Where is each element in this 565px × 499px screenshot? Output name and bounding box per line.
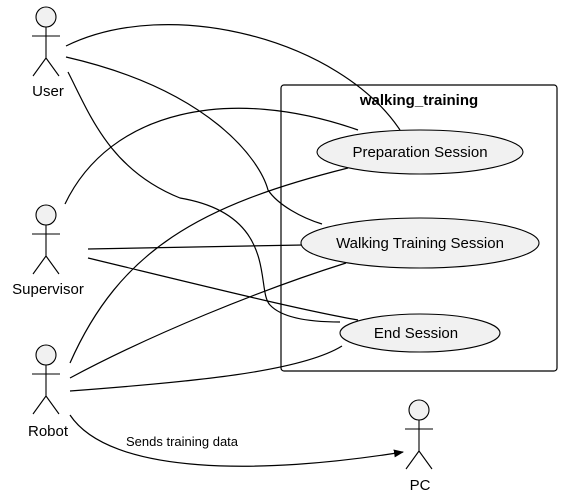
association-user-walk bbox=[65, 56, 323, 225]
system-boundary-title: walking_training bbox=[359, 92, 478, 109]
actor-head bbox=[35, 6, 57, 28]
actor-pc: PC bbox=[405, 399, 433, 494]
use-case-ellipse bbox=[316, 129, 524, 175]
association-supervisor-walk bbox=[87, 244, 304, 250]
association-supervisor-prep bbox=[64, 107, 359, 205]
use-case-preparation-session: Preparation Session bbox=[316, 129, 524, 175]
actor-user: User bbox=[32, 6, 64, 100]
associations: Sends training data bbox=[64, 24, 404, 467]
actor-label: PC bbox=[410, 477, 431, 494]
use-case-ellipse bbox=[339, 313, 501, 353]
use-case-label: Walking Training Session bbox=[336, 235, 504, 252]
association-robot-prep bbox=[69, 167, 349, 364]
actor-body bbox=[32, 27, 60, 77]
use-case-label: Preparation Session bbox=[352, 144, 487, 161]
association-robot-walk bbox=[69, 262, 347, 379]
actor-body bbox=[32, 225, 60, 275]
actor-label: Robot bbox=[28, 423, 69, 440]
actor-head bbox=[408, 399, 430, 421]
association-user-end bbox=[67, 71, 341, 323]
association-robot-pc bbox=[69, 414, 404, 467]
association-label-sends-training-data: Sends training data bbox=[126, 434, 239, 449]
actor-supervisor: Supervisor bbox=[12, 204, 84, 298]
use-case-label: End Session bbox=[374, 325, 458, 342]
actor-label: User bbox=[32, 83, 64, 100]
actor-head bbox=[35, 204, 57, 226]
use-case-ellipse bbox=[300, 217, 540, 269]
actor-head bbox=[35, 344, 57, 366]
actor-robot: Robot bbox=[28, 344, 69, 440]
association-robot-end bbox=[69, 345, 343, 392]
association-supervisor-end bbox=[87, 257, 359, 321]
actor-body bbox=[32, 365, 60, 415]
association-user-prep bbox=[65, 24, 401, 131]
actor-label: Supervisor bbox=[12, 281, 84, 298]
actor-body bbox=[405, 420, 433, 470]
use-case-end-session: End Session bbox=[339, 313, 501, 353]
use-case-walking-training-session: Walking Training Session bbox=[300, 217, 540, 269]
